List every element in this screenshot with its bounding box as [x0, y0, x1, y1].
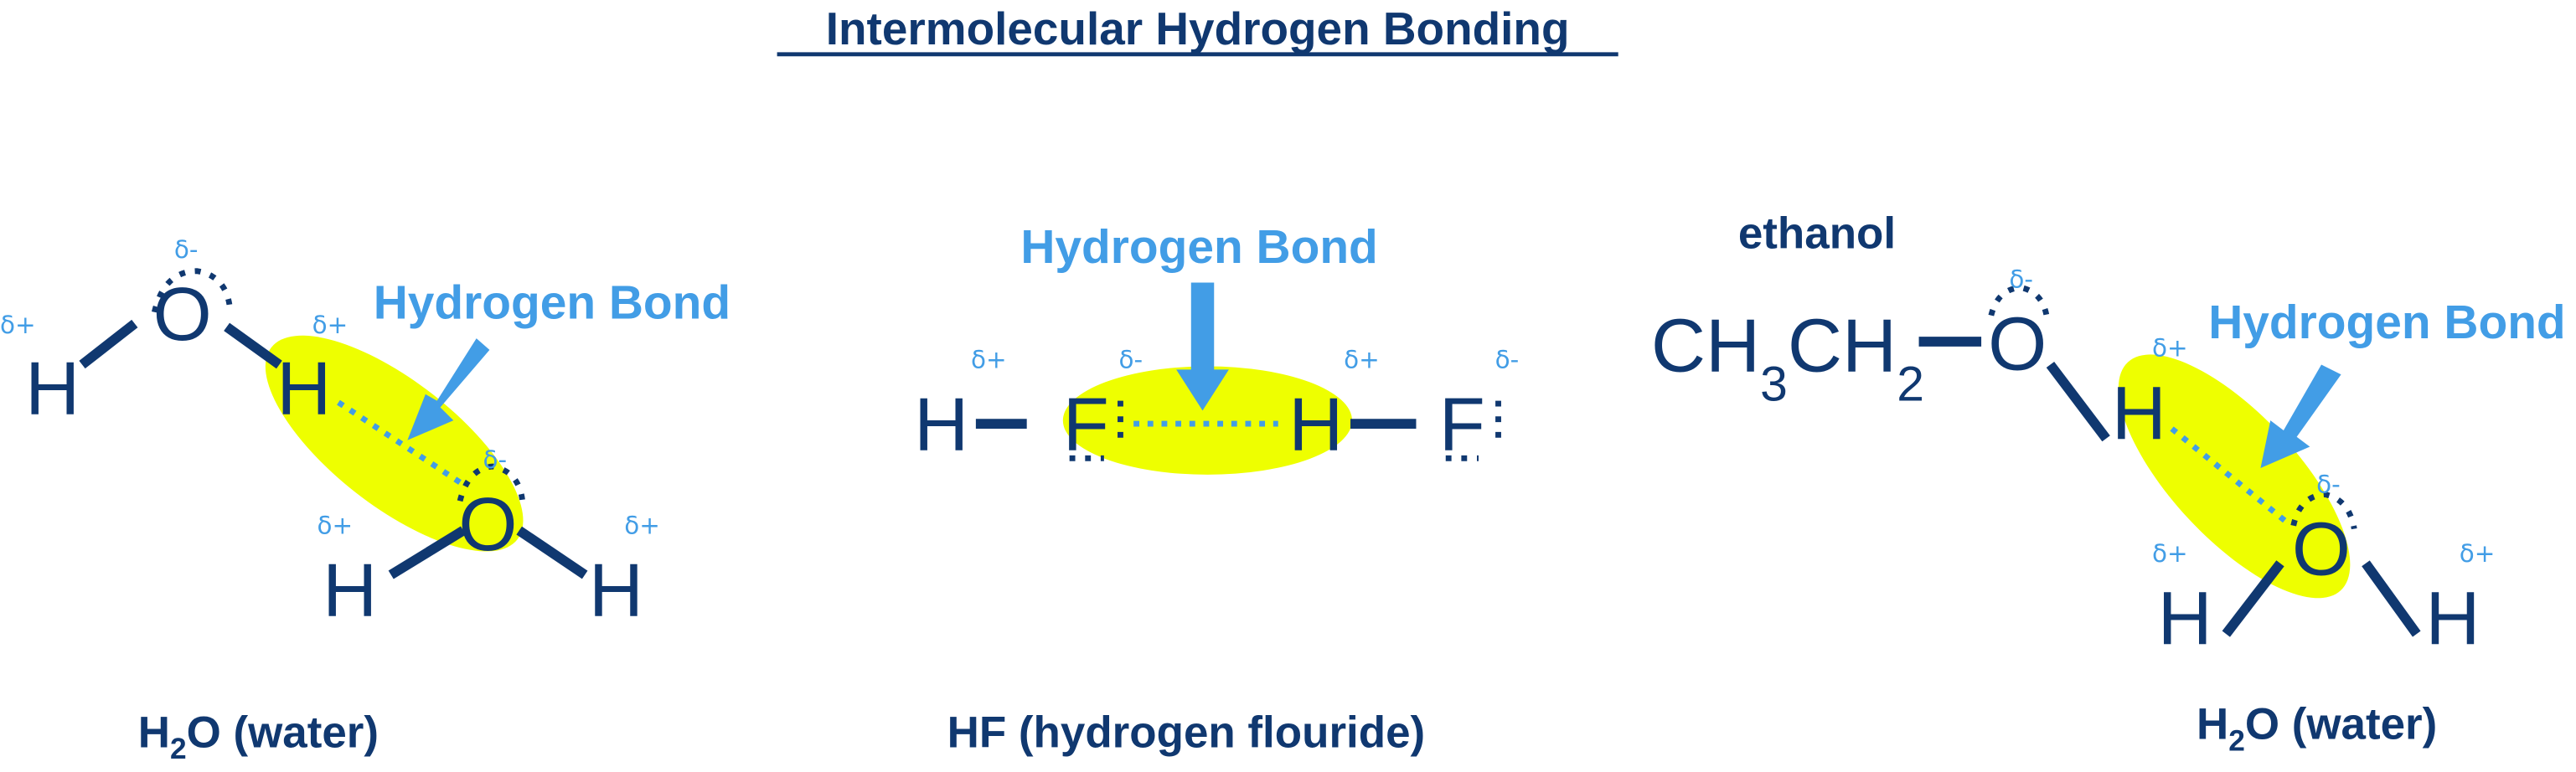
covalent-bond — [2046, 361, 2110, 442]
arrow-icon — [407, 338, 490, 440]
atom-h: H — [589, 548, 643, 633]
atom-f: F — [1439, 382, 1485, 466]
atom-h: H — [1288, 382, 1343, 466]
ethanol-label: ethanol — [1738, 208, 1896, 258]
partial-charge: δ- — [1495, 345, 1520, 373]
covalent-bond — [224, 322, 282, 369]
partial-charge: δ- — [2009, 265, 2033, 293]
hydrogen-bond-label: Hydrogen Bond — [2208, 296, 2565, 349]
partial-charge: δ+ — [2152, 334, 2188, 363]
atom-h: H — [25, 346, 80, 430]
partial-charge: δ+ — [2152, 539, 2188, 568]
partial-charge: δ+ — [1344, 345, 1380, 373]
partial-charge: δ+ — [2460, 539, 2496, 568]
partial-charge: δ+ — [971, 345, 1007, 373]
water-caption: H2O (water) — [2197, 700, 2437, 758]
partial-charge: δ- — [1119, 345, 1143, 373]
atom-h: H — [2425, 576, 2480, 661]
partial-charge: δ+ — [0, 311, 36, 339]
partial-charge: δ+ — [312, 311, 348, 339]
arrow-icon — [1176, 282, 1229, 411]
partial-charge: δ+ — [624, 511, 660, 539]
atom-h: H — [2158, 576, 2212, 661]
atom-o: O — [1988, 301, 2047, 386]
covalent-bond — [2222, 560, 2284, 637]
hf-dimer: H F H F δ+ δ- δ+ δ- Hydrogen Bond HF (hy… — [914, 221, 1519, 758]
hydrogen-bond-highlight — [1062, 366, 1352, 475]
atom-o: O — [153, 272, 212, 357]
ethanol-formula: CH3CH2 — [1651, 303, 1924, 411]
partial-charge: δ- — [174, 235, 199, 264]
lone-pairs — [457, 463, 526, 502]
atom-h: H — [914, 382, 968, 466]
covalent-bond — [388, 526, 467, 579]
atom-o: O — [2292, 507, 2351, 592]
atom-f: F — [1063, 382, 1109, 466]
arrow-icon — [2260, 364, 2341, 469]
covalent-bond — [79, 319, 138, 369]
ethanol-water: ethanol CH3CH2 O H O H H δ- δ+ δ- δ+ δ+ … — [1651, 208, 2566, 757]
water-dimer: H O H O H H δ+ δ- δ+ δ- δ+ δ+ Hydrogen B… — [0, 235, 730, 765]
lone-pairs — [2290, 491, 2357, 530]
partial-charge: δ- — [2316, 470, 2341, 498]
atom-o: O — [458, 482, 517, 567]
hydrogen-bond-label: Hydrogen Bond — [374, 277, 730, 330]
lone-pairs — [152, 268, 233, 313]
hydrogen-bond-dotted-line — [2170, 426, 2289, 525]
hydrogen-bond-dotted-line — [337, 399, 465, 487]
diagram-title: Intermolecular Hydrogen Bonding — [826, 3, 1570, 54]
atom-h: H — [276, 346, 331, 430]
water-caption: H2O (water) — [138, 708, 379, 765]
atom-h: H — [2112, 371, 2166, 455]
atom-h: H — [323, 548, 377, 633]
covalent-bond — [2362, 560, 2421, 637]
hydrogen-bond-highlight — [2118, 354, 2351, 599]
partial-charge: δ- — [483, 445, 508, 474]
partial-charge: δ+ — [317, 511, 353, 539]
covalent-bond — [516, 526, 588, 579]
hf-caption: HF (hydrogen flouride) — [947, 708, 1426, 757]
hydrogen-bond-label: Hydrogen Bond — [1020, 221, 1377, 274]
